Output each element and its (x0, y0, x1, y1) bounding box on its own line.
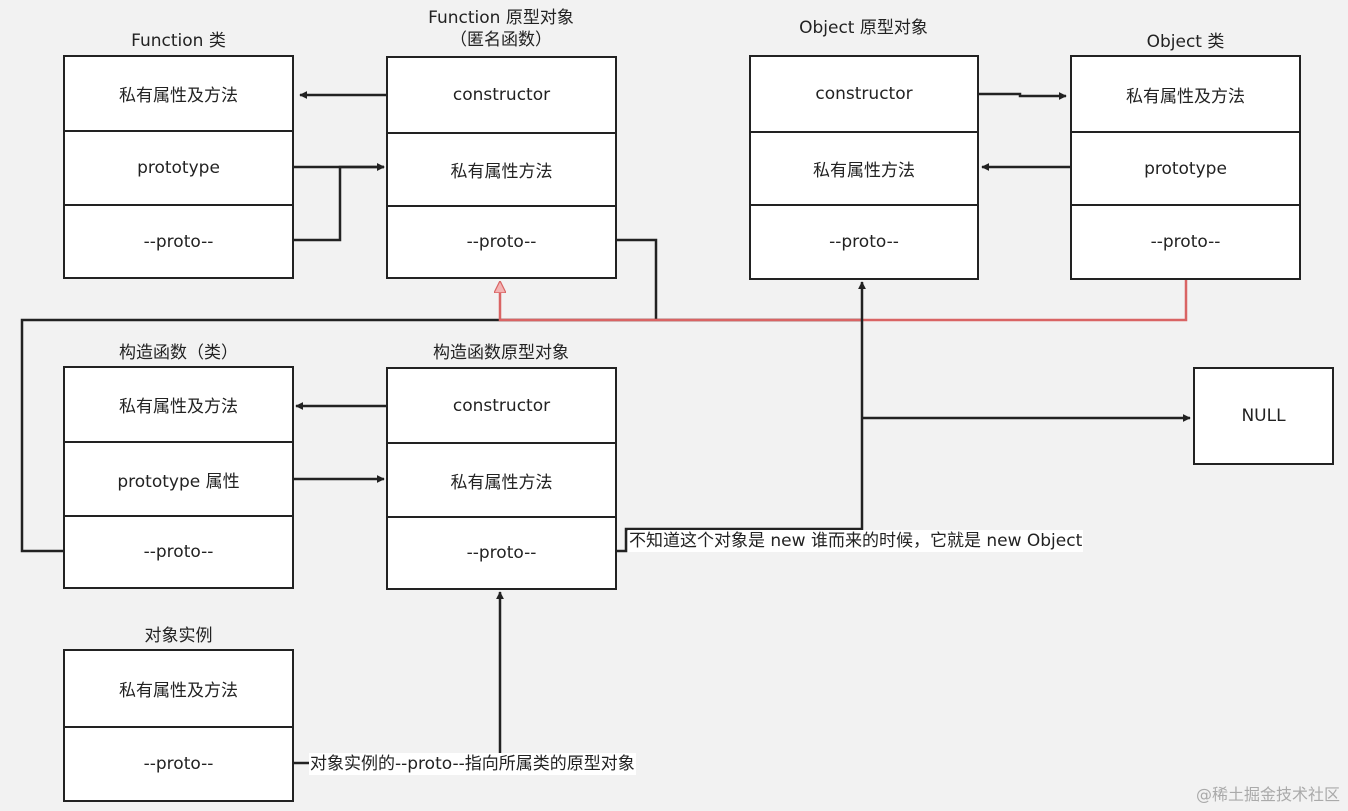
object-prototype-row-constructor: constructor (815, 84, 913, 104)
constructor-prototype-box: constructor 私有属性方法 --proto-- (386, 367, 617, 590)
function-prototype-box: constructor 私有属性方法 --proto-- (386, 56, 617, 279)
note-new-object: 不知道这个对象是 new 谁而来的时候，它就是 new Object (628, 530, 1084, 552)
constructor-prototype-row-constructor: constructor (452, 395, 551, 416)
function-class-row-proto: --proto-- (65, 204, 292, 277)
function-class-row-private: 私有属性及方法 (119, 86, 238, 106)
function-class-box: 私有属性及方法 prototype --proto-- (63, 55, 294, 279)
constructor-class-row-prototype: prototype 属性 (65, 441, 292, 515)
object-class-row-prototype: prototype (1072, 131, 1299, 204)
object-instance-row-proto: --proto-- (65, 726, 292, 800)
object-instance-box: 私有属性及方法 --proto-- (63, 649, 294, 802)
watermark: @稀土掘金技术社区 (1195, 785, 1340, 804)
function-class-title: Function 类 (131, 31, 226, 51)
function-prototype-row-proto: --proto-- (388, 205, 615, 277)
object-class-box: 私有属性及方法 prototype --proto-- (1070, 55, 1301, 280)
object-class-row-private: 私有属性及方法 (1126, 86, 1245, 107)
object-prototype-title: Object 原型对象 (799, 18, 928, 38)
constructor-class-row-private: 私有属性及方法 (119, 397, 238, 417)
constructor-class-box: 私有属性及方法 prototype 属性 --proto-- (63, 366, 294, 589)
object-instance-title: 对象实例 (144, 626, 213, 646)
function-prototype-row-constructor: constructor (452, 85, 551, 105)
fn-proto-arrow (293, 163, 385, 242)
function-prototype-row-private: 私有属性方法 (388, 132, 615, 205)
constructor-class-title: 构造函数（类） (119, 343, 238, 363)
object-class-title: Object 类 (1146, 32, 1225, 52)
object-prototype-box: constructor 私有属性方法 --proto-- (749, 55, 979, 280)
object-instance-row-private: 私有属性及方法 (119, 681, 238, 701)
null-label: NULL (1241, 406, 1286, 426)
function-prototype-title: Function 原型对象 (428, 8, 574, 28)
constructor-prototype-row-proto: --proto-- (388, 516, 615, 588)
function-prototype-subtitle: （匿名函数） (450, 30, 552, 50)
instance-proto-arrow (293, 591, 504, 765)
ctor-proto-line (20, 318, 500, 553)
object-class-row-proto: --proto-- (1072, 204, 1299, 278)
obj-class-proto-red-line (500, 280, 1188, 322)
null-box: NULL (1193, 367, 1334, 465)
note-instance-proto: 对象实例的--proto--指向所属类的原型对象 (309, 753, 636, 775)
constructor-class-row-proto: --proto-- (65, 515, 292, 587)
object-prototype-row-private: 私有属性方法 (751, 131, 977, 204)
constructor-prototype-title: 构造函数原型对象 (433, 343, 569, 363)
ctorproto-to-objproto-arrow (616, 281, 866, 553)
fnproto-to-objproto-line (616, 238, 658, 320)
object-prototype-row-proto: --proto-- (751, 204, 977, 278)
constructor-prototype-row-private: 私有属性方法 (388, 442, 615, 516)
function-class-row-prototype: prototype (65, 130, 292, 204)
obj-constructor-arrow (978, 92, 1067, 100)
